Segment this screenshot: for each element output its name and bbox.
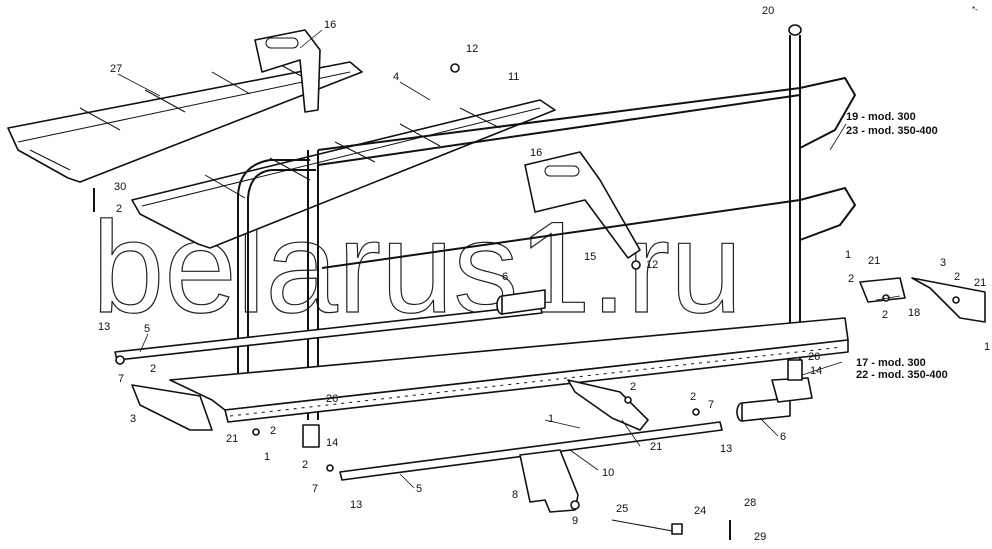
callout-13-b: 13 (350, 499, 362, 511)
note-23: 23 - mod. 350-400 (846, 125, 938, 137)
callout-21-c: 21 (226, 433, 238, 445)
callout-7-a: 7 (118, 373, 124, 385)
cable-clamp (671, 523, 683, 535)
callout-18: 18 (908, 307, 920, 319)
callout-2-f: 2 (270, 425, 276, 437)
mount-bracket-upper (254, 29, 321, 113)
callout-20: 20 (762, 5, 774, 17)
callout-11: 11 (508, 71, 519, 83)
sleeve-left (496, 289, 546, 315)
callout-13-c: 13 (720, 443, 732, 455)
callout-15: 15 (584, 251, 596, 263)
callout-21-a: 21 (868, 255, 880, 267)
callout-16-a: 16 (324, 19, 336, 31)
callout-26-a: 26 (808, 351, 820, 363)
callout-6-b: 6 (780, 431, 786, 443)
corner-mark: *- (972, 5, 978, 14)
support-bracket (519, 449, 579, 513)
callout-2-g: 2 (302, 459, 308, 471)
callout-2-a: 2 (116, 203, 122, 215)
callout-26-b: 26 (326, 393, 338, 405)
callout-12-b: 12 (646, 259, 658, 271)
end-bracket-left (131, 384, 213, 431)
callout-4: 4 (393, 71, 399, 83)
rod-lower (339, 421, 723, 481)
callout-9: 9 (572, 515, 578, 527)
cable (611, 519, 679, 533)
callout-2-d: 2 (954, 271, 960, 283)
callout-6-a: 6 (502, 271, 508, 283)
callout-1-a: 1 (845, 249, 851, 261)
callout-7-c: 7 (708, 399, 714, 411)
note-19: 19 - mod. 300 (846, 111, 916, 123)
callout-2-i: 2 (690, 391, 696, 403)
callout-30: 30 (114, 181, 126, 193)
callout-5-b: 5 (416, 483, 422, 495)
callout-2-b: 2 (848, 273, 854, 285)
callout-8: 8 (512, 489, 518, 501)
hinge-block (771, 377, 813, 403)
callouts: 16 27 12 11 4 30 2 16 15 12 6 20 19 - mo… (98, 5, 990, 543)
callout-10: 10 (602, 467, 614, 479)
callout-2-e: 2 (150, 363, 156, 375)
callout-21-b: 21 (974, 277, 986, 289)
callout-3-a: 3 (940, 257, 946, 269)
callout-25: 25 (616, 503, 628, 515)
clamp-plate-18 (859, 277, 906, 303)
callout-3-b: 3 (130, 413, 136, 425)
callout-1-b: 1 (984, 341, 990, 353)
callout-5-a: 5 (144, 323, 150, 335)
callout-7-b: 7 (312, 483, 318, 495)
platform-rail (169, 317, 849, 423)
leader-lines (117, 29, 901, 489)
callout-29: 29 (754, 531, 766, 543)
callout-14-a: 14 (810, 365, 822, 377)
end-bracket-right (911, 277, 986, 323)
callout-13-a: 13 (98, 321, 110, 333)
callout-1-c: 1 (264, 451, 270, 463)
callout-2-c: 2 (882, 309, 888, 321)
callout-12-a: 12 (466, 43, 478, 55)
callout-27: 27 (110, 63, 122, 75)
callout-16-b: 16 (530, 147, 542, 159)
callout-1-d: 1 (548, 413, 554, 425)
callout-28: 28 (744, 497, 756, 509)
sleeve-right (736, 397, 791, 422)
fasteners (93, 63, 960, 540)
callout-24: 24 (694, 505, 706, 517)
callout-21-d: 21 (650, 441, 662, 453)
center-bracket (567, 379, 649, 431)
callout-14-b: 14 (326, 437, 338, 449)
callout-2-h: 2 (630, 381, 636, 393)
note-17: 17 - mod. 300 (856, 357, 926, 369)
note-22: 22 - mod. 350-400 (856, 369, 948, 381)
mount-bracket-middle (524, 151, 641, 259)
